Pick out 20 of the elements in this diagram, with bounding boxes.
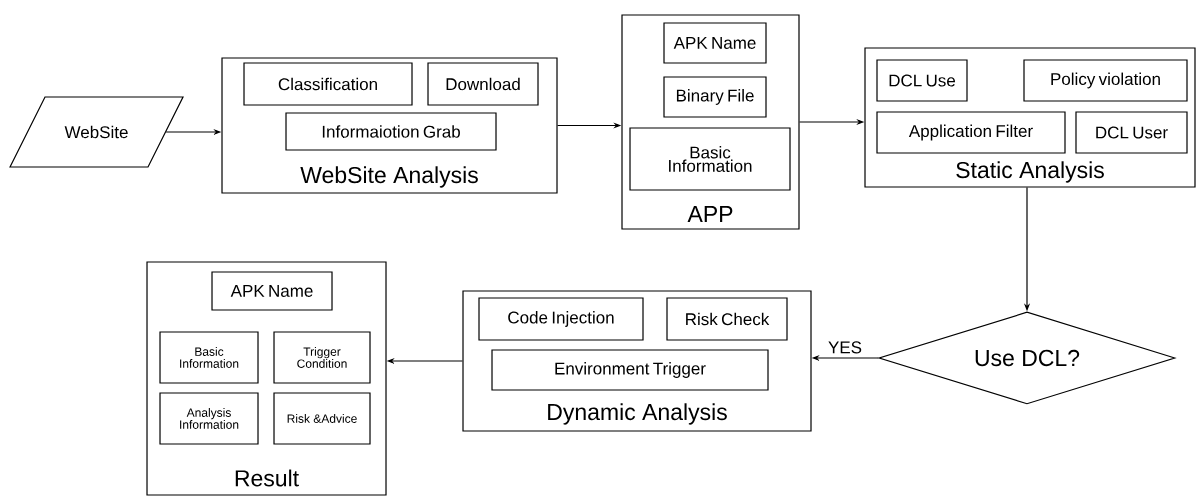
process-box: Download	[427, 62, 539, 106]
process-box: Code Injection	[478, 297, 644, 341]
process-box: Risk Check	[666, 297, 788, 341]
process-box: DCL Use	[876, 59, 968, 102]
process-box: Analysis Information	[159, 392, 259, 445]
edge-label: YES	[827, 340, 863, 355]
process-box: Risk &Advice	[273, 392, 371, 445]
process-box: APK Name	[663, 22, 767, 64]
process-box: Basic Information	[159, 331, 259, 384]
process-box: DCL User	[1075, 111, 1188, 154]
process-box: Basic Information	[629, 127, 791, 191]
process-box: Policy violation	[1023, 59, 1188, 102]
process-box: Classification	[243, 62, 413, 106]
process-box: Binary File	[663, 76, 767, 118]
process-box: APK Name	[211, 271, 333, 311]
process-box: Trigger Condition	[273, 331, 371, 384]
process-box: Informaiotion Grab	[285, 112, 497, 151]
input-parallelogram: WebSite	[9, 96, 184, 168]
process-box: Application Filter	[876, 111, 1066, 154]
process-box: Environment Trigger	[491, 349, 769, 391]
